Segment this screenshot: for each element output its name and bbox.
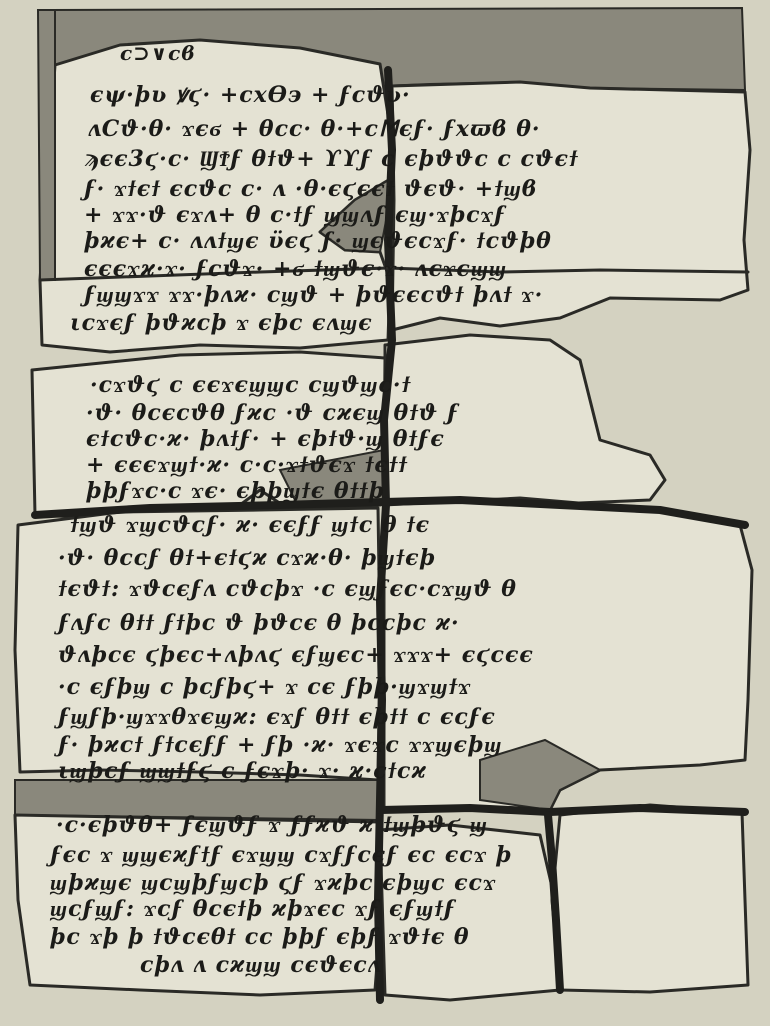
svg-text:ϲϸʌ ʌ ϲϰϣϣ ϲϵϑϵϲʌ: ϲϸʌ ʌ ϲϰϣϣ ϲϵϑϵϲʌ	[140, 952, 381, 978]
svg-text:+ ϵϵϵϫϣϯ·ϰ· ϲ·ϲ·ϫϯϑϵϫ ϯϵϯϯ: + ϵϵϵϫϣϯ·ϰ· ϲ·ϲ·ϫϯϑϵϫ ϯϵϯϯ	[86, 452, 408, 478]
svg-text:ϝ· ϸϰϲϯ ϝϯϲϵϝϝ + ϝϸ ·ϰ· ϫϵϫϲ ϫ: ϝ· ϸϰϲϯ ϝϯϲϵϝϝ + ϝϸ ·ϰ· ϫϵϫϲ ϫϫϣϵϸϣ	[54, 732, 502, 758]
svg-text:ϝ· ϫϯϵϯ ϵϲϑϲ ϲ· ʌ ·θ·ϵϛϵϵϯ ϑϵϑ: ϝ· ϫϯϵϯ ϵϲϑϲ ϲ· ʌ ·θ·ϵϛϵϵϯ ϑϵϑ· +ϯϣϐ	[80, 176, 537, 202]
svg-text:ϝϵϲ ϫ ϣϣϵϰϝϯϝ ϵϫϣϣ ϲϫϝϝϲϵϝ ϵϲ: ϝϵϲ ϫ ϣϣϵϰϝϯϝ ϵϫϣϣ ϲϫϝϝϲϵϝ ϵϲ ϵϲϫ ϸ	[46, 842, 512, 868]
svg-text:ϲ⊃∨ϲϐ: ϲ⊃∨ϲϐ	[120, 41, 196, 65]
crack-horizontal-middle	[31, 496, 749, 529]
svg-text:ϯϣϑ ϫϣϲϑϲϝ· ϰ· ϵϵϝϝ ϣϯϲ θ ϯϵ: ϯϣϑ ϫϣϲϑϲϝ· ϰ· ϵϵϝϝ ϣϯϲ θ ϯϵ	[70, 512, 430, 538]
svg-text:ϯϵϑϯ: ϫϑϲϵϝʌ ϲϑϲϸϫ ·ϲ ϵϣϝϵϲ·ϲϫ: ϯϵϑϯ: ϫϑϲϵϝʌ ϲϑϲϸϫ ·ϲ ϵϣϝϵϲ·ϲϫϣϑ θ	[58, 576, 517, 602]
svg-text:ϵϯϲϑϲ·ϰ· ϸʌϯϝ· + ϵϸϯϑ·ϣ θϯϝϵ: ϵϯϲϑϲ·ϰ· ϸʌϯϝ· + ϵϸϯϑ·ϣ θϯϝϵ	[86, 426, 445, 452]
fragment-bottom-right	[550, 803, 750, 994]
svg-text:ϵψ·ϸʋ ꝟϛ· +ϲⅹϴ϶ + ϝϲϑʋ·: ϵψ·ϸʋ ꝟϛ· +ϲⅹϴ϶ + ϝϲϑʋ·	[90, 82, 411, 108]
svg-text:ϸϲ ϫϸ ϸ ϯϑϲϵθϯ ϲϲ ϸϸϝ ϵϸϝ ϫϑϯϵ: ϸϲ ϫϸ ϸ ϯϑϲϵθϯ ϲϲ ϸϸϝ ϵϸϝ ϫϑϯϵ θ	[50, 924, 470, 950]
fragment-lower-left	[13, 506, 382, 782]
svg-text:·ϑ· θϲϵϲϑθ ϝϰϲ ·ϑ ϲϰϵϣ θϯϑ ϝ: ·ϑ· θϲϵϲϑθ ϝϰϲ ·ϑ ϲϰϵϣ θϯϑ ϝ	[86, 400, 460, 426]
crack-bottom-right-split	[544, 811, 564, 994]
svg-text:ιϣϸϲϝ ϣϣϯϝϛ ϲ ϝϵϫϸ· ϫ· ϰ·ϲϯϲϰ: ιϣϸϲϝ ϣϣϯϝϛ ϲ ϝϵϫϸ· ϫ· ϰ·ϲϯϲϰ	[58, 758, 427, 784]
script-text: ϲ⊃∨ϲϐ ϵψ·ϸʋ ꝟϛ· +ϲⅹϴ϶ + ϝϲϑʋ· ʌϹϑ·θ· ϫϵϭ…	[46, 41, 579, 978]
svg-text:ϝϣϝϸ·ϣϫϫθϫϵϣϰ: ϵϫϝ θϯϯ ϵϸϯϯ ϲ: ϝϣϝϸ·ϣϫϫθϫϵϣϰ: ϵϫϝ θϯϯ ϵϸϯϯ ϲ ϵϲϝϵ	[54, 704, 496, 730]
svg-text:·ϑ· θϲϲϝ θϯ+ϵϯϛϰ ϲϫϰ·θ· ϸϣϯϵϸ: ·ϑ· θϲϲϝ θϯ+ϵϯϛϰ ϲϫϰ·θ· ϸϣϯϵϸ	[58, 545, 436, 571]
crack-horizontal-upper	[38, 266, 750, 282]
svg-text:ϝʌϝϲ θϯϯ ϝϯϸϲ ϑ ϸϑϲϵ θ ϸϲϲϸϲ ϰ: ϝʌϝϲ θϯϯ ϝϯϸϲ ϑ ϸϑϲϵ θ ϸϲϲϸϲ ϰ·	[54, 610, 460, 636]
svg-text:ϣϲϝϣϝ: ϫϲϝ θϲϵϯϸ ϰϸϫϵϲ ϫϝ ϵϝϣϯ: ϣϲϝϣϝ: ϫϲϝ θϲϵϯϸ ϰϸϫϵϲ ϫϝ ϵϝϣϯϝ	[49, 896, 457, 922]
svg-text:·ϲ ϵϝϸϣ ϲ ϸϲϝϸϛ+ ϫ ϲϵ ϝϸϸ·ϣϫϣϯ: ·ϲ ϵϝϸϣ ϲ ϸϲϝϸϛ+ ϫ ϲϵ ϝϸϸ·ϣϫϣϯϫ	[58, 674, 471, 700]
gap-shadow-3	[479, 738, 603, 812]
svg-text:ϸϰϵ+ ϲ· ʌʌϯϣϵ ϋϵϛ ϝ· ϣϵϑϵϲϫϝ·: ϸϰϵ+ ϲ· ʌʌϯϣϵ ϋϵϛ ϝ· ϣϵϑϵϲϫϝ· ϯϲϑϸθ	[84, 228, 552, 254]
svg-text:ϸϸϝϫϲ·ϲ ϫϵ· ϵϸϸϣϯϵ θϯϯϸ: ϸϸϝϫϲ·ϲ ϫϵ· ϵϸϸϣϯϵ θϯϯϸ	[86, 478, 385, 504]
svg-text:·ϲ·ϵϸϑθ+ ϝϵϣϑϝ ϫ ϝϝϰϑ ϰ ϯϣϸϑϛ: ·ϲ·ϵϸϑθ+ ϝϵϣϑϝ ϫ ϝϝϰϑ ϰ ϯϣϸϑϛ ϣ	[56, 812, 488, 838]
svg-text:ʌϹϑ·θ· ϫϵϭ + θϲϲ· θ·+ϲ𐌑ϵϝ· ϝⅹ: ʌϹϑ·θ· ϫϵϭ + θϲϲ· θ·+ϲ𐌑ϵϝ· ϝⅹϖϐ θ·	[88, 116, 541, 142]
svg-text:ϣϸϰϣϵ ϣϲϣϸϝϣϲϸ ϛϝ ϫϰϸϲ ϵϸϣϲ ϵϲ: ϣϸϰϣϵ ϣϲϣϸϝϣϲϸ ϛϝ ϫϰϸϲ ϵϸϣϲ ϵϲϫ	[49, 870, 496, 896]
fragment-upper-right	[390, 80, 752, 332]
svg-text:ϵϵϵϫϰ·ϫ· ϝϲϑϫ· +ϭ ϯϣϑϵ·ϫ· ʌϵϫϵ: ϵϵϵϫϰ·ϫ· ϝϲϑϫ· +ϭ ϯϣϑϵ·ϫ· ʌϵϫϵϣϣ	[84, 256, 507, 282]
svg-text:·ϲϫϑϛ ϲ ϵϵϫϵϣϣϲ ϲϣϑϣϲ·ϯ: ·ϲϫϑϛ ϲ ϵϵϫϵϣϣϲ ϲϣϑϣϲ·ϯ	[90, 372, 412, 398]
left-edge-band	[36, 9, 56, 281]
svg-text:+ ϫϫ·ϑ ϵϫʌ+ θ ϲ·ϯϝ ϣϣʌϝ ϵϣ·ϫϸϲ: + ϫϫ·ϑ ϵϫʌ+ θ ϲ·ϯϝ ϣϣʌϝ ϵϣ·ϫϸϲϫϝ	[84, 202, 507, 228]
svg-text:ιϲϫϵϝ ϸϑϰϲϸ ϫ ϵϸϲ ϵʌϣϵ: ιϲϫϵϝ ϸϑϰϲϸ ϫ ϵϸϲ ϵʌϣϵ	[70, 310, 373, 336]
svg-text:ϑʌϸϲϵ ϛϸϵϲ+ʌϸʌϛ ϵϝϣϵϲ+ ϫϫϫ+ ϵϛ: ϑʌϸϲϵ ϛϸϵϲ+ʌϸʌϛ ϵϝϣϵϲ+ ϫϫϫ+ ϵϛϲϵϵ	[58, 642, 534, 668]
svg-text:ϡϵϵ3ϛ·ϲ· ϢϮϝ θϯϑ+ ϒϒϝ ϲ ϵϸϑϑϲ: ϡϵϵ3ϛ·ϲ· ϢϮϝ θϯϑ+ ϒϒϝ ϲ ϵϸϑϑϲ ϲ ϲϑϵϯ	[84, 146, 579, 172]
svg-text:ϝϣϣϫϫ ϫϫ·ϸʌϰ· ϲϣϑ + ϸϑϵϵϲϑϯ ϸʌ: ϝϣϣϫϫ ϫϫ·ϸʌϰ· ϲϣϑ + ϸϑϵϵϲϑϯ ϸʌϯ ϫ·	[80, 282, 543, 308]
